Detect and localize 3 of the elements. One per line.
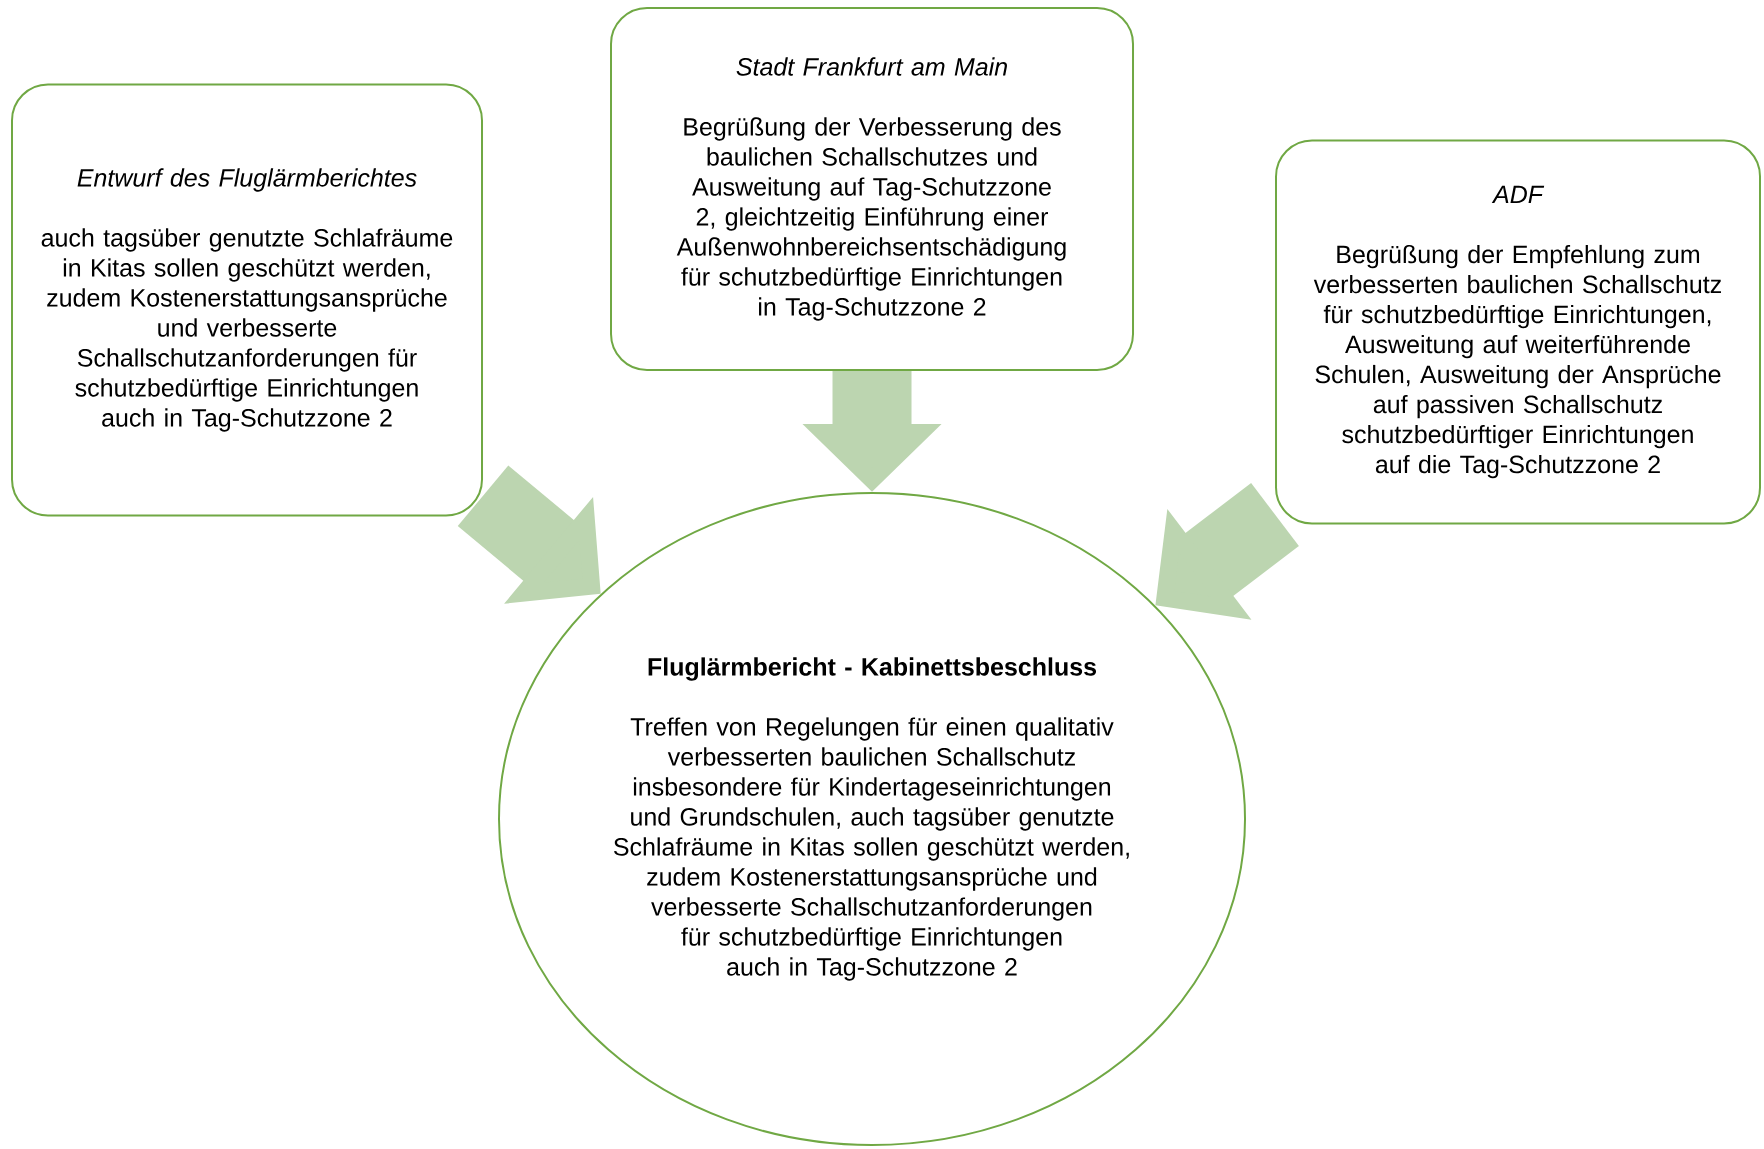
rounded-box: Entwurf des Fluglärmberichtes auch tagsüber genutzte Schlafräume in Kitas sollen geschützt werden, zudem Kostenerstattungsansprüche und verbesserte Schallschutzanforderungen für schutzbedürftige Einrichtungen auch in Tag-Schutzzone 2 <box>11 83 483 517</box>
rounded-box: ADF Begrüßung der Empfehlung zum verbesserten baulichen Schallschutz für schutzbedürftige Einrichtungen, Ausweitung auf weiterführende Schulen, Ausweitung der Ansprüche auf passiven Schallschutz schutzbedürftiger Einrichtungen auf die Tag-Schutzzone 2 <box>1275 139 1761 525</box>
rounded-box: Stadt Frankfurt am Main Begrüßung der Verbesserung des baulichen Schallschutzes und Ausweitung auf Tag-Schutzzone 2, gleichtzeitig Einführung einer Außenwohnbereichsentschädigung für schutzbedürftige Einrichtungen in Tag-Schutzzone 2 <box>610 7 1134 371</box>
